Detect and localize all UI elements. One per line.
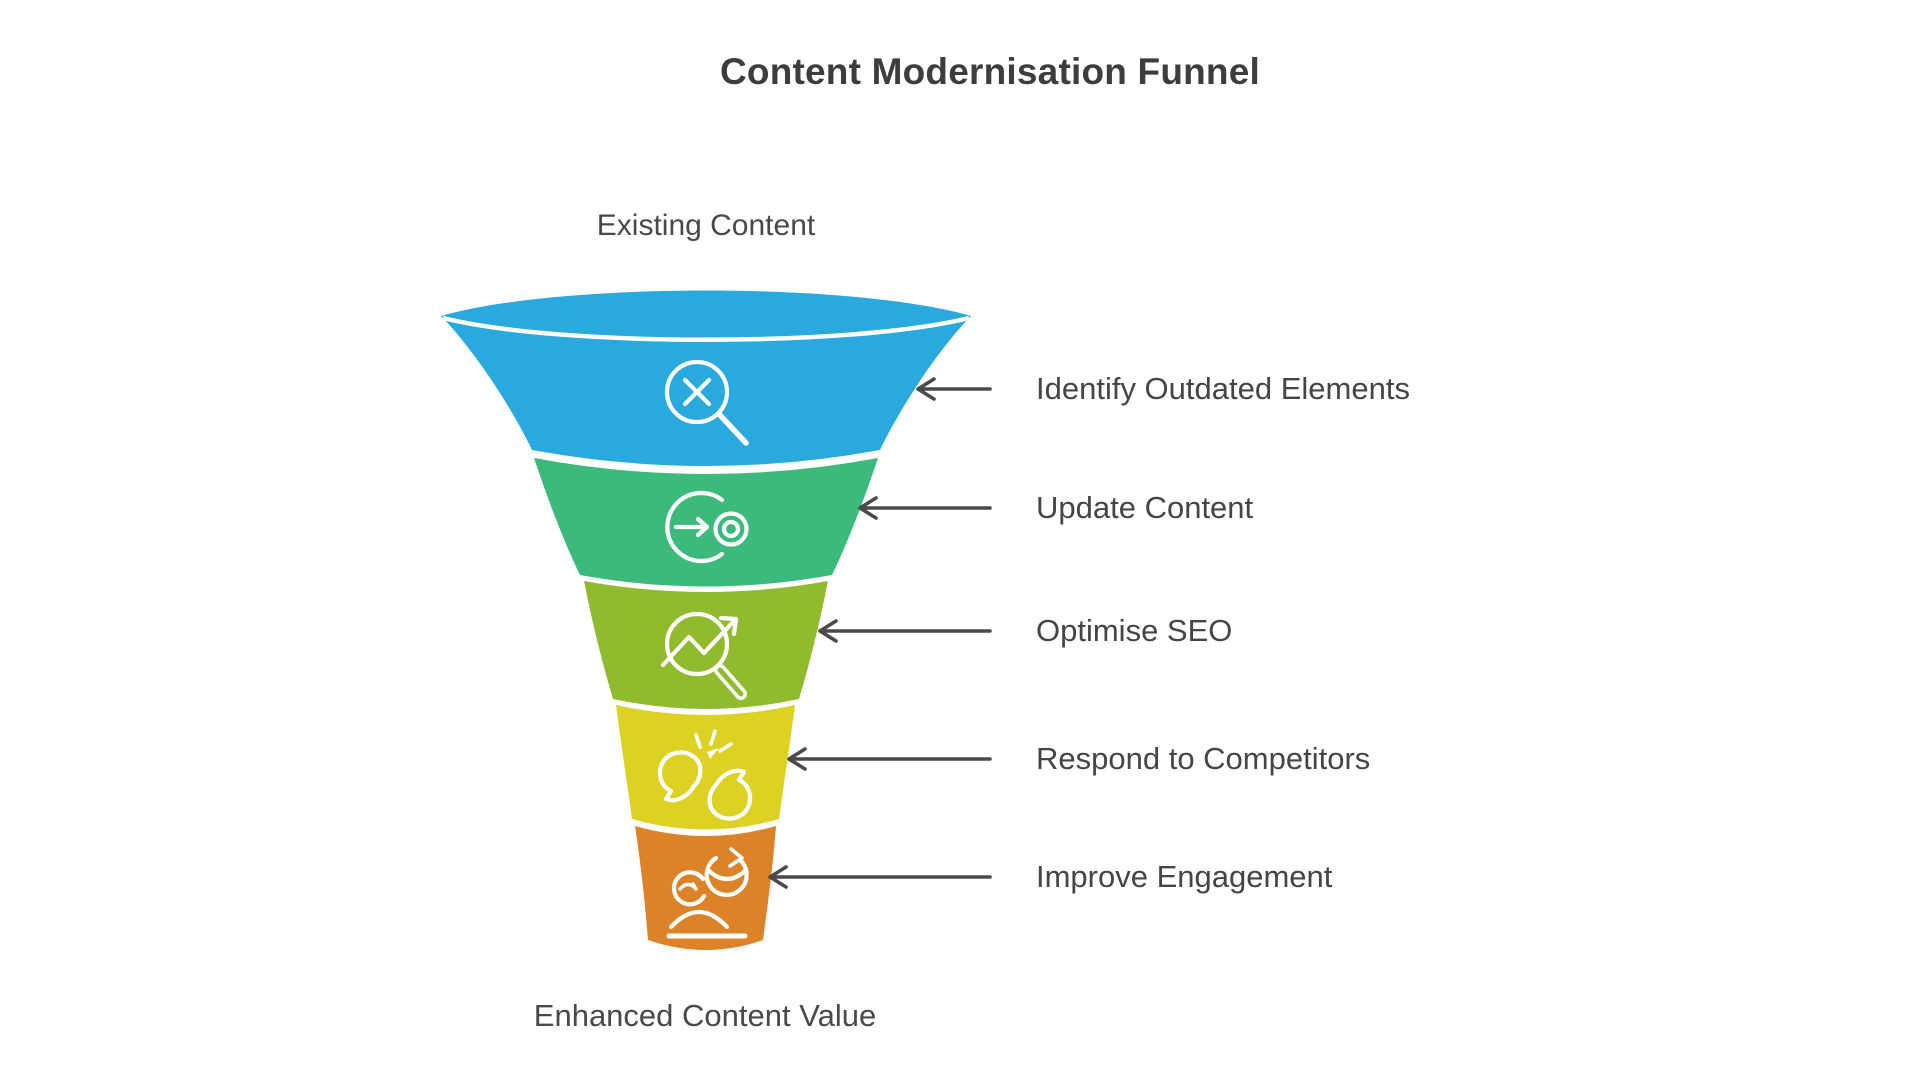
- funnel-top-label: Existing Content: [596, 209, 816, 242]
- funnel-segment-identify: [441, 290, 971, 466]
- arrow-target-icon: [665, 490, 749, 564]
- step-label-seo: Optimise SEO: [1036, 613, 1233, 648]
- search-x-icon: [664, 359, 749, 446]
- arrow-update: [858, 496, 992, 520]
- arrow-identify: [916, 377, 992, 401]
- chart-magnifier-icon: [660, 611, 747, 700]
- arrow-competitors: [787, 747, 992, 771]
- funnel-rim-highlight: [442, 315, 970, 342]
- step-label-competitors: Respond to Competitors: [1036, 741, 1371, 776]
- funnel-segment-competitors: [616, 705, 795, 830]
- arrow-engagement: [768, 865, 992, 889]
- step-label-engagement: Improve Engagement: [1036, 859, 1333, 894]
- funnel-bottom-label: Enhanced Content Value: [533, 998, 877, 1033]
- person-refresh-icon: [666, 847, 749, 939]
- page-title: Content Modernisation Funnel: [719, 51, 1260, 92]
- arrow-seo: [818, 619, 992, 643]
- funnel-segment-update: [534, 458, 878, 587]
- step-label-identify: Identify Outdated Elements: [1036, 371, 1410, 406]
- funnel-segment-engagement: [635, 826, 776, 950]
- boxing-gloves-icon: [657, 729, 753, 821]
- step-label-update: Update Content: [1036, 490, 1254, 525]
- funnel-segment-seo: [584, 581, 828, 709]
